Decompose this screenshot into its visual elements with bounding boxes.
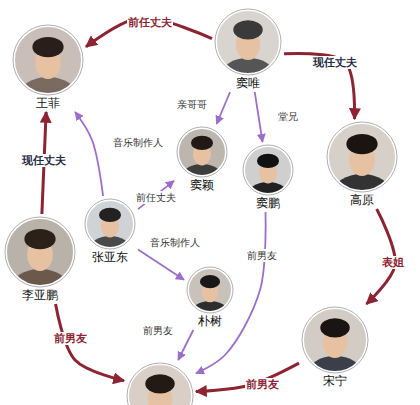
relation-label: 音乐制作人 bbox=[149, 236, 201, 249]
person-node: 张亚东 bbox=[84, 198, 136, 264]
relation-label: 堂兄 bbox=[277, 110, 299, 123]
portrait-ring bbox=[128, 364, 192, 405]
relation-label: 亲哥哥 bbox=[176, 98, 208, 111]
portrait-outline bbox=[215, 9, 281, 75]
relation-label: 音乐制作人 bbox=[112, 136, 164, 149]
person-name: 张亚东 bbox=[92, 250, 128, 264]
relation-label: 前男友 bbox=[246, 249, 278, 262]
person-name: 宋宁 bbox=[323, 374, 347, 388]
portrait-background bbox=[126, 362, 194, 405]
relation-arrow bbox=[196, 363, 299, 392]
person-name: 窦唯 bbox=[236, 76, 260, 90]
portrait-circle bbox=[186, 266, 234, 314]
person-node: 窦唯 bbox=[214, 8, 282, 90]
person-node: 李亚鹏 bbox=[4, 216, 76, 302]
relation-arrow bbox=[178, 330, 193, 360]
person-node: 宋宁 bbox=[301, 306, 369, 388]
portrait-outline bbox=[85, 199, 135, 249]
portrait-circle bbox=[4, 216, 76, 288]
person-node: 王菲 bbox=[12, 24, 84, 110]
portrait-outline bbox=[243, 145, 293, 195]
person-node: 高原 bbox=[326, 121, 398, 207]
person-name: 高原 bbox=[350, 193, 374, 207]
portrait-ring bbox=[86, 200, 134, 248]
portrait-circle bbox=[326, 121, 398, 193]
portrait-hair bbox=[99, 208, 121, 222]
portrait-hair bbox=[200, 275, 220, 288]
portrait-ring bbox=[303, 308, 367, 372]
person-name: 王菲 bbox=[36, 96, 60, 110]
relation-label: 前任丈夫 bbox=[135, 191, 177, 204]
portrait-outline bbox=[327, 122, 397, 192]
portrait-circle bbox=[242, 144, 294, 196]
portrait-ring bbox=[6, 218, 74, 286]
portrait-hair bbox=[233, 20, 262, 39]
relation-label: 前男友 bbox=[245, 378, 280, 391]
relation-label: 前男友 bbox=[142, 324, 174, 337]
person-node: 窦鹏 bbox=[242, 144, 294, 210]
portrait-hair bbox=[320, 318, 349, 337]
portrait-outline bbox=[187, 267, 233, 313]
portrait-hair bbox=[257, 154, 279, 168]
portrait-outline bbox=[13, 25, 83, 95]
person-node bbox=[126, 362, 194, 405]
portrait-ring bbox=[14, 26, 82, 94]
relation-arrow bbox=[138, 249, 184, 279]
portrait-outline bbox=[5, 217, 75, 287]
person-name: 窦颖 bbox=[190, 178, 214, 192]
portrait-ring bbox=[244, 146, 292, 194]
portrait-outline bbox=[177, 127, 227, 177]
portrait-hair bbox=[24, 229, 55, 249]
person-node: 窦颖 bbox=[176, 126, 228, 192]
person-node: 朴树 bbox=[186, 266, 234, 328]
relation-arrow bbox=[75, 112, 103, 196]
portrait-outline bbox=[302, 307, 368, 373]
portrait-hair bbox=[145, 374, 174, 393]
portrait-circle bbox=[126, 362, 194, 405]
relation-label: 前任丈夫 bbox=[127, 16, 173, 29]
portrait-hair bbox=[346, 134, 377, 154]
portrait-ring bbox=[188, 268, 232, 312]
relation-arrow bbox=[255, 92, 263, 142]
relation-label: 表姐 bbox=[381, 256, 405, 269]
portrait-circle bbox=[301, 306, 369, 374]
relation-arrow bbox=[217, 92, 230, 124]
portrait-circle bbox=[176, 126, 228, 178]
portrait-ring bbox=[328, 123, 396, 191]
relation-label: 现任丈夫 bbox=[312, 56, 358, 69]
relation-label: 现任丈夫 bbox=[21, 154, 67, 167]
person-name: 朴树 bbox=[198, 314, 222, 328]
portrait-hair bbox=[32, 37, 63, 57]
portrait-circle bbox=[84, 198, 136, 250]
portrait-ring bbox=[178, 128, 226, 176]
portrait-ring bbox=[216, 10, 280, 74]
portrait-circle bbox=[214, 8, 282, 76]
relation-label: 前男友 bbox=[53, 332, 88, 345]
person-name: 李亚鹏 bbox=[22, 288, 58, 302]
portrait-circle bbox=[12, 24, 84, 96]
portrait-hair bbox=[191, 136, 213, 150]
portrait-outline bbox=[127, 363, 193, 405]
person-name: 窦鹏 bbox=[256, 196, 280, 210]
